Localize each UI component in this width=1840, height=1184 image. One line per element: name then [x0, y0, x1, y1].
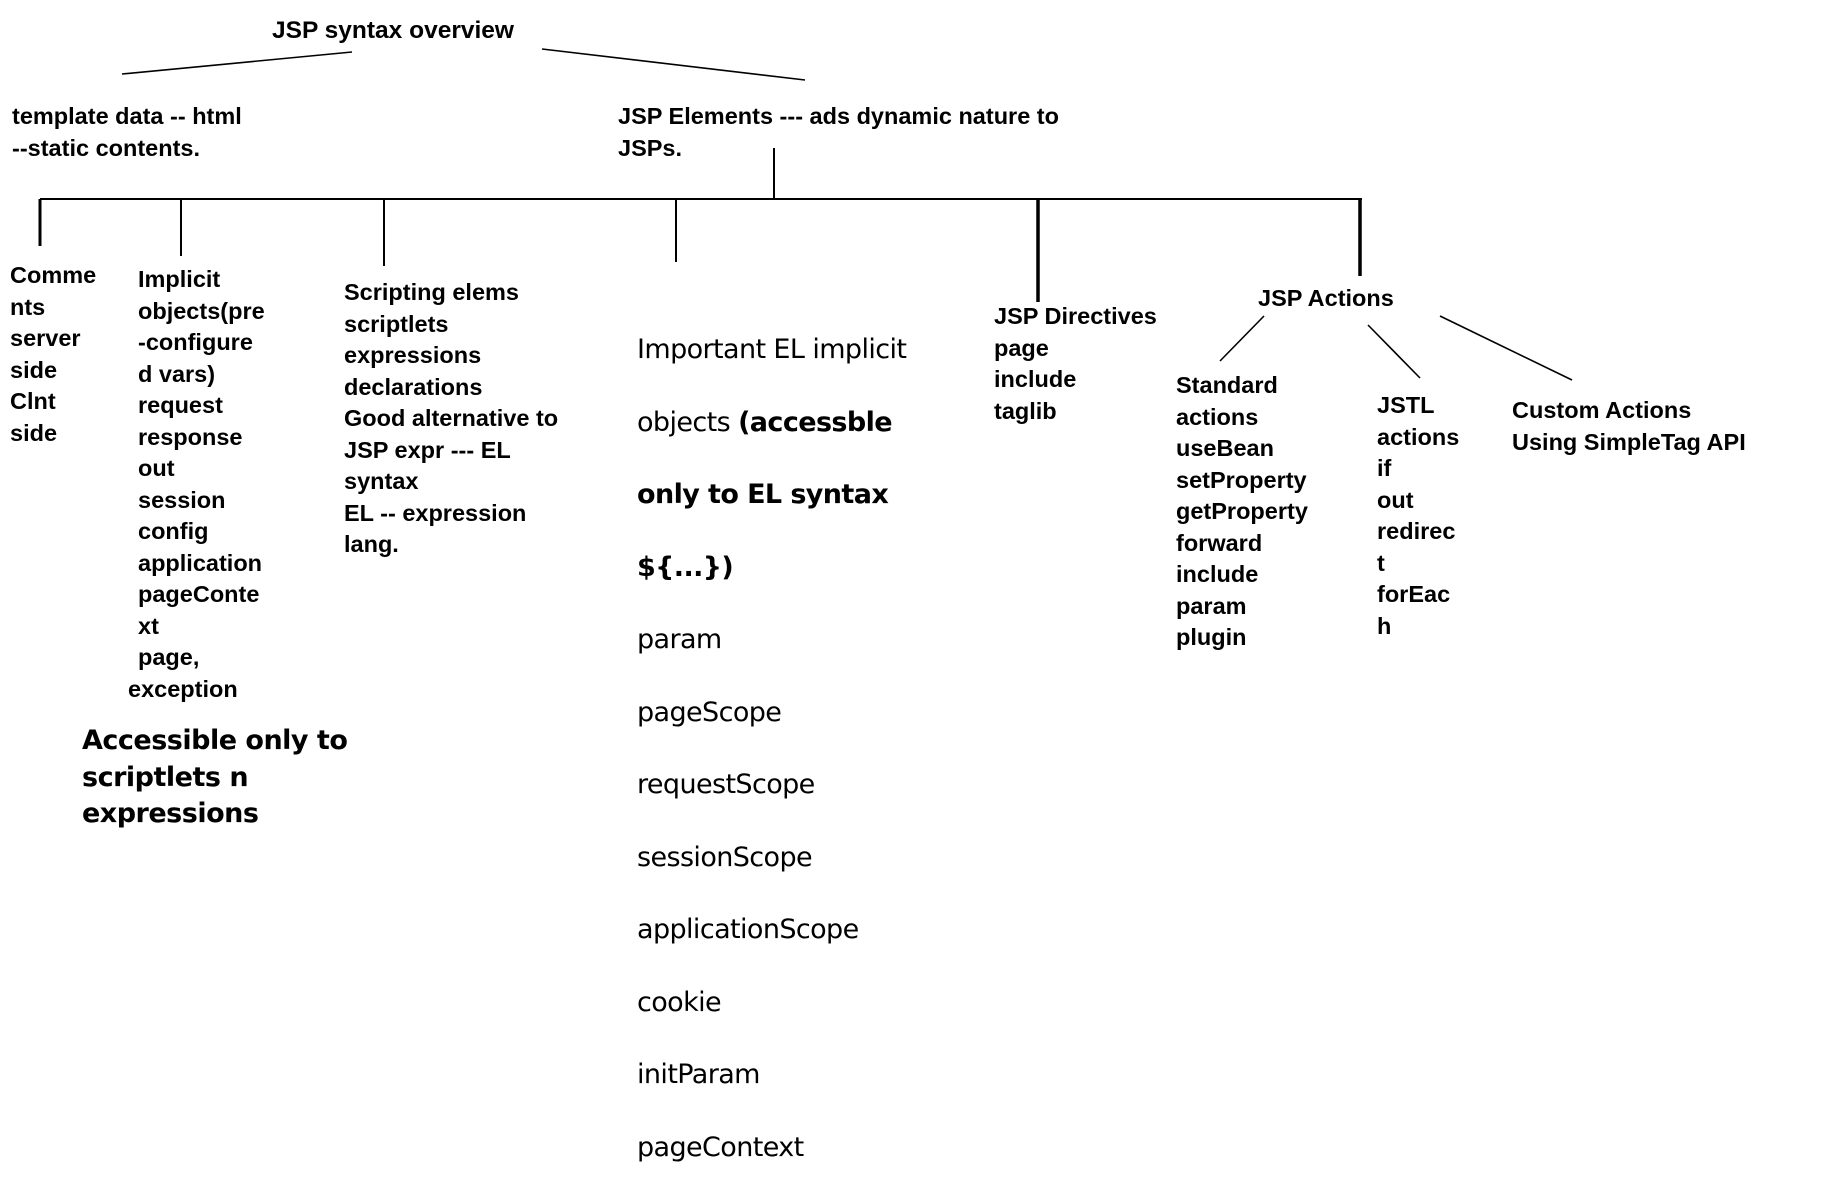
template-data-node: template data -- html --static contents.: [12, 101, 242, 164]
el-heading-line: only to EL syntax: [637, 479, 889, 510]
el-object-item: param: [637, 624, 722, 655]
node-line: JSP expr --- EL: [344, 436, 511, 463]
note-line: expressions: [82, 798, 259, 829]
el-heading-line: Important EL implicit: [637, 334, 907, 365]
node-line: h: [1377, 612, 1392, 639]
jstl-branch: [1367, 324, 1421, 379]
node-line: expressions: [344, 342, 482, 368]
node-line: getProperty: [1176, 498, 1308, 524]
el-heading-line: objects (accessble: [637, 405, 906, 442]
node-line: if: [1377, 455, 1392, 481]
node-line: scriptlets: [344, 310, 449, 337]
node-line: side: [10, 419, 58, 446]
el-object-item: applicationScope: [637, 914, 859, 945]
node-line: template data -- html: [12, 103, 242, 129]
implicit-objects-node: Implicit objects(pre -configure d vars) requ…: [128, 264, 265, 705]
el-object-item: pageContext: [637, 1131, 804, 1163]
node-line: setProperty: [1176, 466, 1307, 493]
node-line: include: [1176, 561, 1259, 587]
node-line: JSTL: [1377, 392, 1435, 418]
node-line: JSP Directives: [994, 303, 1157, 329]
node-line: Implicit: [138, 266, 221, 292]
node-line: syntax: [344, 468, 419, 494]
el-object-item: pageScope: [637, 696, 782, 728]
node-line: actions: [1176, 403, 1259, 430]
connector-lines: [38, 48, 1573, 381]
node-line: Custom Actions: [1512, 397, 1692, 423]
node-line: Using SimpleTag API: [1512, 428, 1746, 455]
node-line: Scripting elems: [344, 279, 519, 305]
custom-branch: [1439, 315, 1573, 381]
standard-branch: [1219, 315, 1265, 362]
node-line: nts: [10, 293, 46, 320]
node-line: session: [138, 486, 226, 513]
node-line: server: [10, 325, 81, 351]
node-line: response: [138, 423, 243, 450]
node-line: application: [138, 549, 263, 576]
node-line: page,: [138, 644, 200, 670]
node-line: declarations: [344, 373, 483, 400]
el-object-item: sessionScope: [637, 841, 813, 873]
node-line: pageConte: [138, 581, 260, 607]
node-line: exception: [128, 675, 238, 702]
node-line: Good alternative to: [344, 405, 559, 431]
node-line: objects(pre: [138, 297, 265, 324]
node-line: request: [138, 392, 223, 418]
directives-node: JSP Directives page include taglib: [994, 301, 1157, 427]
node-line: config: [138, 518, 209, 544]
jsp-elements-node: JSP Elements --- ads dynamic nature to JS…: [618, 101, 1059, 164]
node-line: t: [1377, 549, 1385, 576]
title-line-left: [121, 51, 353, 75]
el-heading-bold: (accessble: [738, 406, 893, 438]
node-line: lang.: [344, 531, 399, 557]
node-line: JSPs.: [618, 134, 683, 161]
standard-actions-node: Standard actions useBean setProperty getProp…: [1176, 370, 1308, 654]
el-objects-node: Important EL implicit objects (accessble…: [637, 296, 907, 1184]
diagram-title: JSP syntax overview: [272, 17, 514, 44]
node-line: include: [994, 366, 1077, 392]
note-line: scriptlets n: [82, 761, 249, 793]
node-line: out: [138, 455, 175, 481]
el-heading-line: ${...}): [637, 551, 734, 583]
el-object-item: cookie: [637, 986, 722, 1018]
node-line: page: [994, 334, 1049, 361]
node-line: plugin: [1176, 624, 1247, 650]
node-line: xt: [138, 612, 159, 639]
node-line: Comme: [10, 262, 97, 288]
node-line: --static contents.: [12, 134, 201, 161]
node-line: Clnt: [10, 388, 56, 414]
node-line: taglib: [994, 397, 1057, 424]
jstl-actions-node: JSTL actions if out redirec t forEac h: [1377, 390, 1459, 642]
node-line: redirec: [1377, 518, 1456, 544]
el-object-item: requestScope: [637, 769, 815, 800]
scripting-node: Scripting elems scriptlets expressions decl…: [344, 277, 558, 561]
node-line: EL -- expression: [344, 499, 527, 526]
el-heading-normal: objects: [637, 406, 739, 438]
node-line: side: [10, 356, 58, 383]
el-object-item: initParam: [637, 1059, 760, 1090]
node-line: d vars): [138, 360, 216, 387]
node-line: -configure: [138, 329, 253, 355]
actions-node: JSP Actions: [1258, 285, 1394, 311]
node-line: useBean: [1176, 435, 1274, 461]
node-line: forEac: [1377, 581, 1451, 607]
note-line: Accessible only to: [82, 725, 348, 756]
node-line: out: [1377, 486, 1414, 513]
node-line: JSP Elements --- ads dynamic nature to: [618, 103, 1059, 129]
implicit-note: Accessible only to scriptlets n expression…: [82, 723, 348, 833]
node-line: Standard: [1176, 372, 1278, 398]
node-line: forward: [1176, 529, 1263, 556]
title-line-right: [541, 48, 806, 81]
node-line: param: [1176, 592, 1247, 619]
node-line: actions: [1377, 423, 1460, 450]
